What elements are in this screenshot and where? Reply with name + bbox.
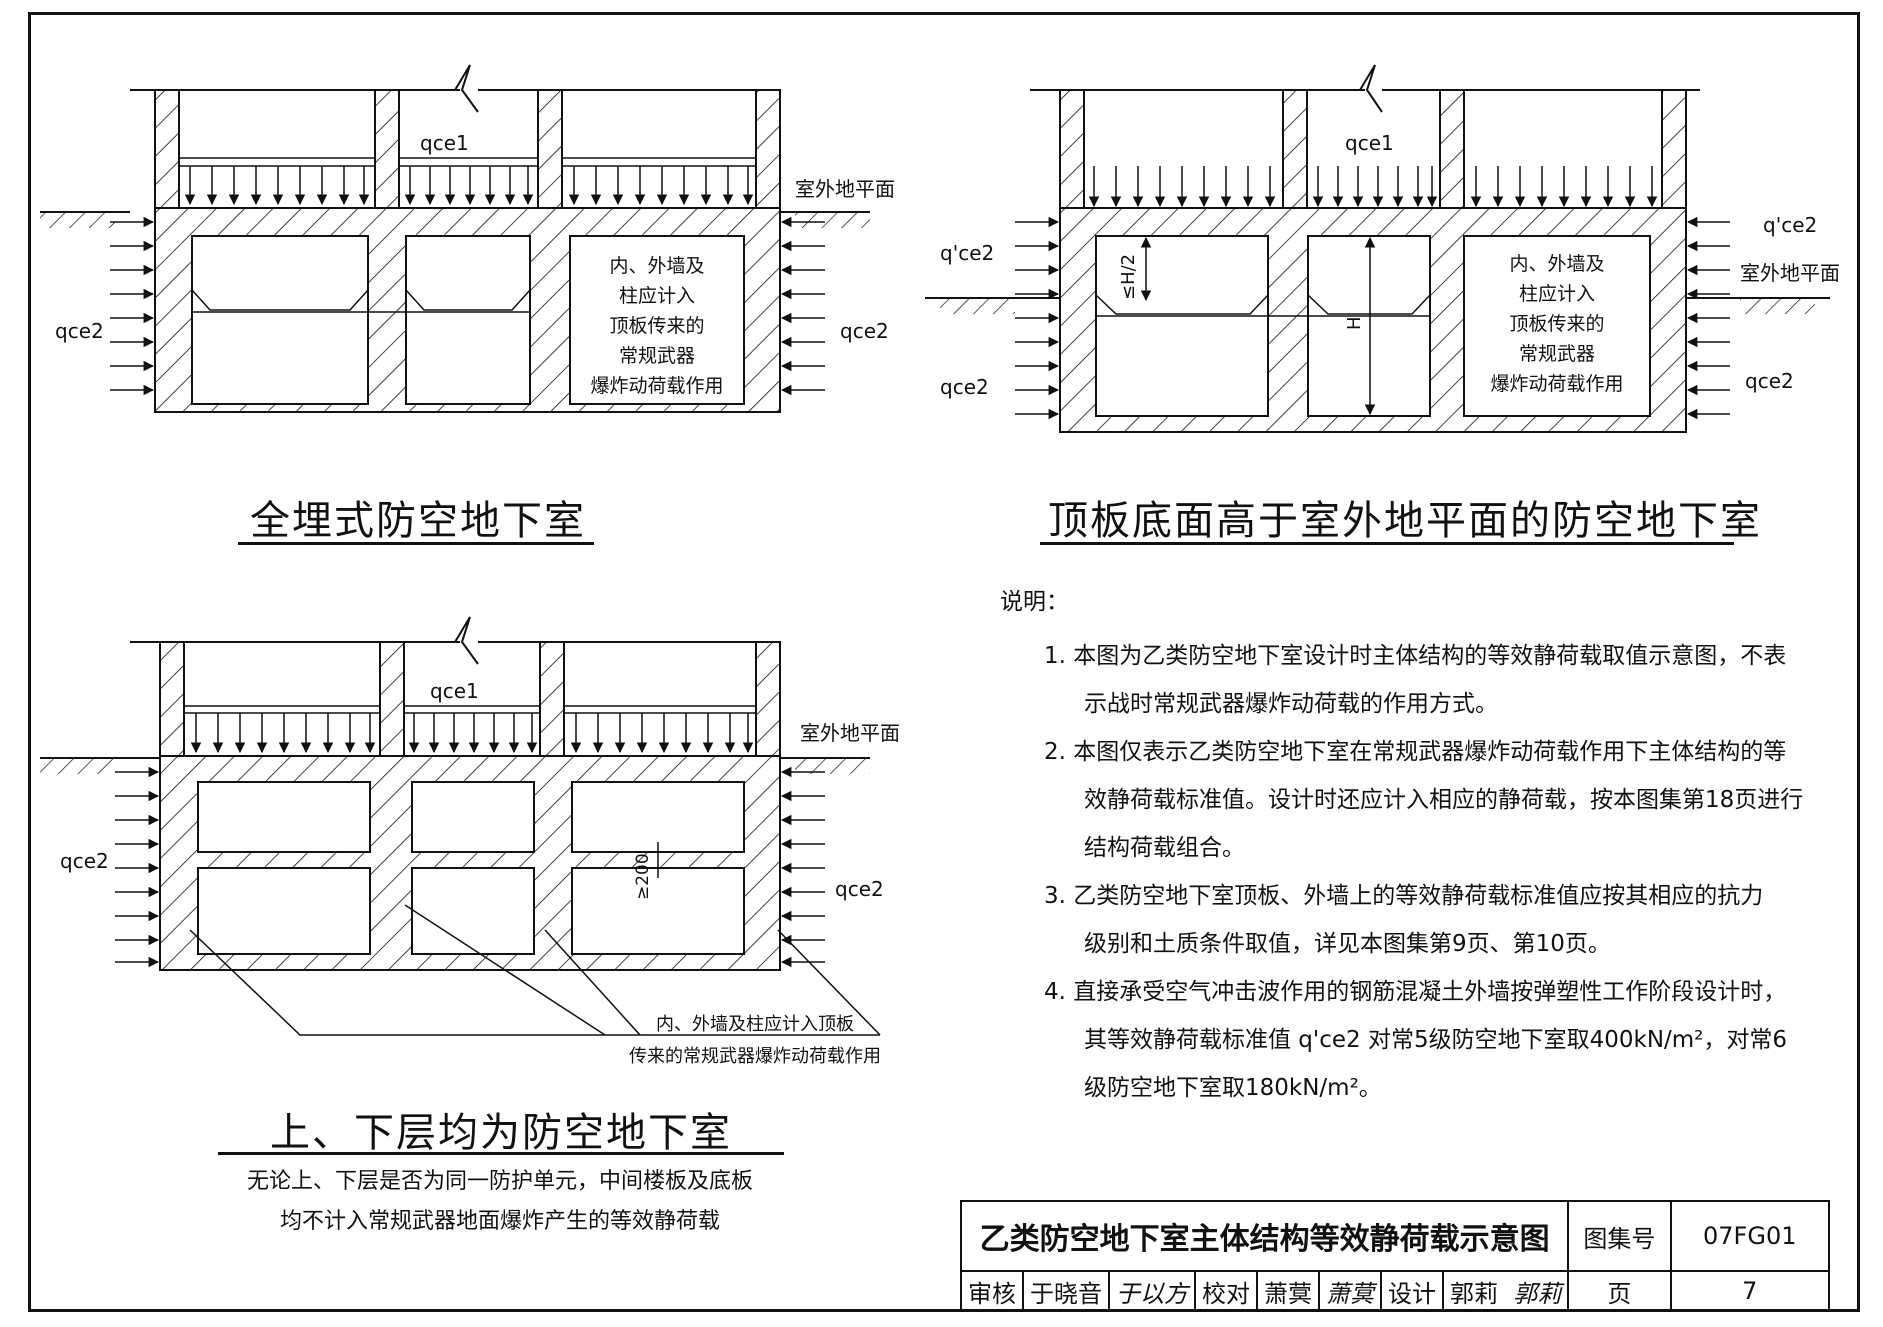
caption-line-2: 均不计入常规武器地面爆炸产生的等效静荷载 bbox=[279, 1209, 720, 1234]
design-label: 设计 bbox=[1380, 1270, 1444, 1312]
break-symbol bbox=[454, 64, 479, 113]
wall-load-note-line: 爆炸动荷载作用 bbox=[1490, 373, 1623, 395]
min-200-dimension: ≥200 bbox=[633, 853, 653, 900]
checker-signature: 萧蓂 bbox=[1318, 1270, 1382, 1312]
note-3-line-1: 3. 乙类防空地下室顶板、外墙上的等效静荷载标准值应按其相应的抗力 bbox=[1044, 883, 1764, 909]
outdoor-ground-label: 室外地平面 bbox=[1740, 261, 1840, 285]
diagram-3-title: 上、下层均为防空地下室 bbox=[270, 1110, 732, 1156]
wall-load-note-line: 柱应计入 bbox=[1519, 283, 1595, 305]
diagram-fully-buried: qce1 室外地平面 qce2 qce2 内、外墙及柱应计入顶板传来的常规武器爆… bbox=[40, 64, 895, 413]
wall-load-note-line: 爆炸动荷载作用 bbox=[590, 375, 723, 397]
wall-load-note-line: 顶板传来的 bbox=[609, 315, 704, 337]
wall-load-note-line: 常规武器 bbox=[1519, 343, 1595, 365]
wall-load-note-line: 柱应计入 bbox=[619, 285, 695, 307]
wall-load-note-line: 传来的常规武器爆炸动荷载作用 bbox=[629, 1046, 881, 1067]
diagram-two-levels: qce1 室外地平面 qce2 qce2 ≥200 内、外墙及柱应计入顶板传来的… bbox=[40, 616, 900, 1067]
q-ce2-prime-label-left: q'ce2 bbox=[940, 241, 994, 265]
note-4-line-3: 级防空地下室取180kN/m²。 bbox=[1084, 1075, 1382, 1101]
q-ce1-label: qce1 bbox=[1345, 131, 1394, 155]
notes-list: 1. 本图为乙类防空地下室设计时主体结构的等效静荷载取值示意图，不表 示战时常规… bbox=[1044, 632, 1803, 1112]
designer-name: 郭莉 bbox=[1450, 1279, 1498, 1308]
outdoor-ground-label: 室外地平面 bbox=[800, 721, 900, 745]
drawing-title: 乙类防空地下室主体结构等效静荷载示意图 bbox=[959, 1200, 1570, 1272]
wall-load-note-line: 常规武器 bbox=[619, 345, 695, 367]
review-label: 审核 bbox=[960, 1270, 1024, 1312]
break-symbol bbox=[454, 616, 479, 665]
q-ce2-label-right: qce2 bbox=[1745, 369, 1794, 393]
diagram-roof-above-ground: qce1 q'ce2 q'ce2 室外地平面 qce2 qce2 ≤H/2 H … bbox=[925, 64, 1840, 433]
h-half-dimension: ≤H/2 bbox=[1118, 254, 1139, 300]
note-3-line-2: 级别和土质条件取值，详见本图集第9页、第10页。 bbox=[1084, 931, 1611, 957]
break-symbol bbox=[1359, 64, 1383, 113]
page-label: 页 bbox=[1567, 1270, 1672, 1312]
drawing-frame bbox=[28, 12, 1860, 1312]
reviewer: 于晓音 bbox=[1022, 1270, 1110, 1312]
designer: 郭莉 郭莉 bbox=[1441, 1270, 1570, 1312]
atlas-no-label: 图集号 bbox=[1567, 1200, 1672, 1272]
note-1-line-1: 1. 本图为乙类防空地下室设计时主体结构的等效静荷载取值示意图，不表 bbox=[1044, 643, 1787, 669]
designer-signature: 郭莉 bbox=[1513, 1279, 1562, 1308]
wall-load-note-line: 内、外墙及 bbox=[1509, 253, 1604, 275]
wall-load-note-line: 内、外墙及 bbox=[609, 255, 704, 277]
note-1-line-2: 示战时常规武器爆炸动荷载的作用方式。 bbox=[1084, 691, 1498, 717]
diagram-1-title: 全埋式防空地下室 bbox=[250, 498, 586, 544]
note-2-line-1: 2. 本图仅表示乙类防空地下室在常规武器爆炸动荷载作用下主体结构的等 bbox=[1044, 739, 1787, 765]
diagram-3-title-underline bbox=[218, 1152, 784, 1155]
outdoor-ground-label: 室外地平面 bbox=[795, 177, 895, 201]
q-ce2-label-right: qce2 bbox=[835, 877, 884, 901]
q-ce1-label: qce1 bbox=[420, 131, 469, 155]
q-ce2-prime-label-right: q'ce2 bbox=[1763, 213, 1817, 237]
note-4-line-2: 其等效静荷载标准值 q'ce2 对常5级防空地下室取400kN/m²，对常6 bbox=[1084, 1027, 1788, 1053]
page-no: 7 bbox=[1669, 1270, 1830, 1312]
diagram-2-title: 顶板底面高于室外地平面的防空地下室 bbox=[1048, 498, 1762, 544]
h-dimension: H bbox=[1344, 316, 1365, 330]
atlas-no: 07FG01 bbox=[1669, 1200, 1830, 1272]
q-ce2-label-left: qce2 bbox=[55, 319, 104, 343]
q-ce1-label: qce1 bbox=[430, 679, 479, 703]
reviewer-signature: 于以方 bbox=[1108, 1270, 1196, 1312]
wall-load-note-line: 顶板传来的 bbox=[1509, 313, 1604, 335]
diagram-3-caption: 无论上、下层是否为同一防护单元，中间楼板及底板 均不计入常规武器地面爆炸产生的等… bbox=[210, 1162, 790, 1242]
diagram-1-title-underline bbox=[238, 542, 594, 545]
wall-load-note-line: 内、外墙及柱应计入顶板 bbox=[656, 1014, 854, 1035]
checker: 萧蓂 bbox=[1256, 1270, 1320, 1312]
caption-line-1: 无论上、下层是否为同一防护单元，中间楼板及底板 bbox=[246, 1169, 753, 1194]
title-block: 乙类防空地下室主体结构等效静荷载示意图 图集号 07FG01 审核 于晓音 于以… bbox=[959, 1200, 1830, 1312]
note-4-line-1: 4. 直接承受空气冲击波作用的钢筋混凝土外墙按弹塑性工作阶段设计时， bbox=[1044, 979, 1787, 1005]
notes-heading: 说明： bbox=[1000, 589, 1069, 615]
note-2-line-2: 效静荷载标准值。设计时还应计入相应的静荷载，按本图集第18页进行 bbox=[1084, 787, 1804, 813]
q-ce2-label-left: qce2 bbox=[60, 849, 109, 873]
q-ce2-label-left: qce2 bbox=[940, 375, 989, 399]
q-ce2-label-right: qce2 bbox=[840, 319, 889, 343]
note-2-line-3: 结构荷载组合。 bbox=[1084, 835, 1245, 861]
check-label: 校对 bbox=[1194, 1270, 1258, 1312]
diagram-2-title-underline bbox=[1040, 542, 1734, 545]
